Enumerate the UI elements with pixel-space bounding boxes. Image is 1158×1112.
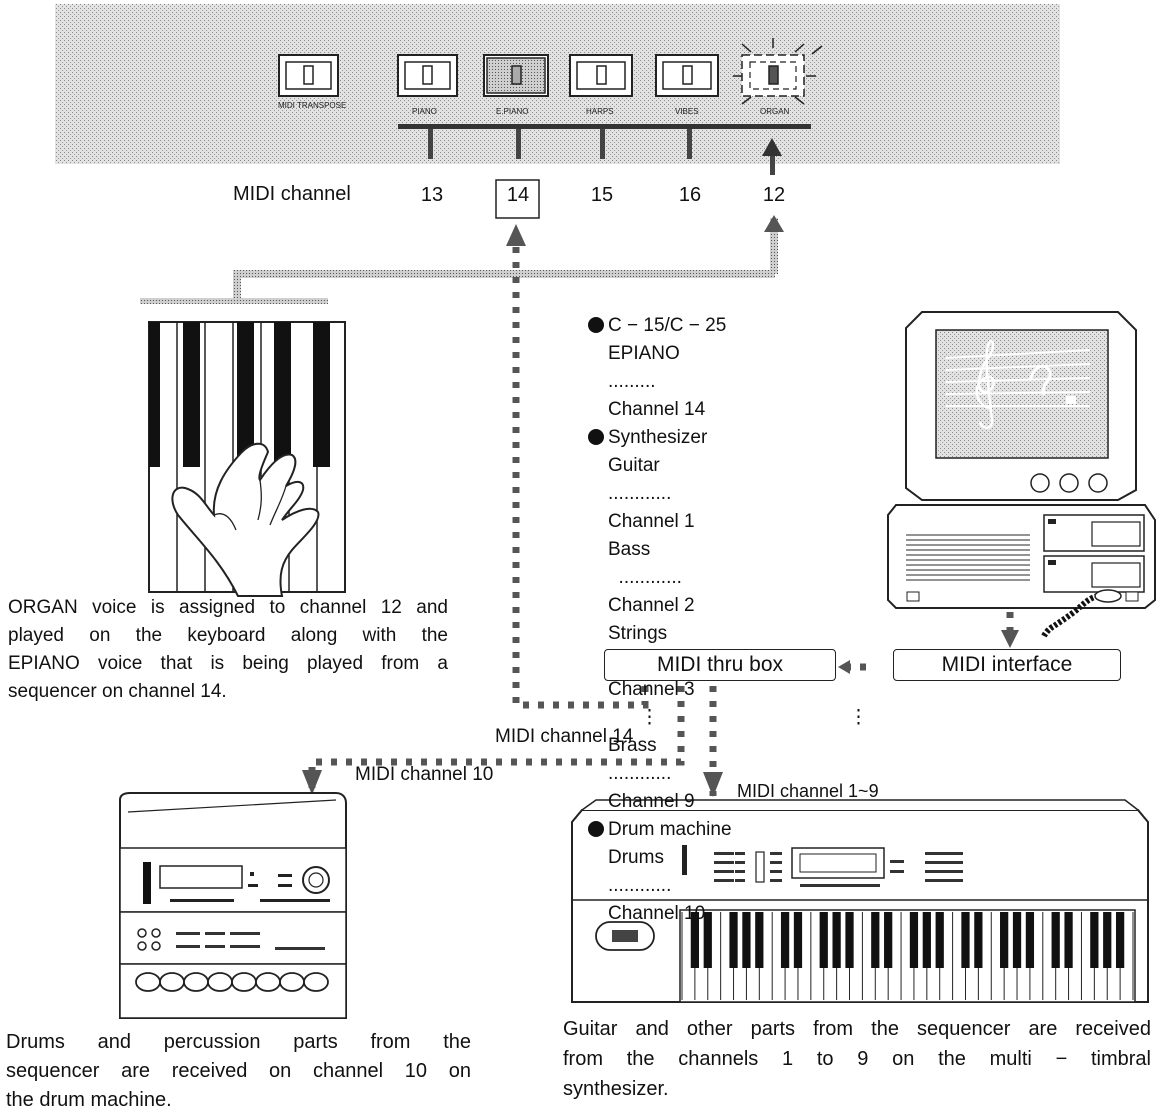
legend-row: Bass ............Channel 2: [588, 536, 888, 620]
organ-caption: ORGAN voice is assigned to channel 12 an…: [8, 594, 448, 706]
label-midi-transpose: MIDI TRANSPOSE: [278, 101, 346, 110]
legend-row: EPIANO .........Channel 14: [588, 340, 888, 424]
drums-caption: Drums and percussion parts from the sequ…: [6, 1028, 471, 1112]
button-piano[interactable]: [398, 55, 457, 96]
channel-assignment-legend: C − 15/C − 25 EPIANO .........Channel 14…: [588, 312, 888, 928]
channel-13: 13: [412, 184, 452, 207]
legend-row: Drums............Channel 10: [588, 844, 888, 928]
button-midi-transpose[interactable]: [279, 55, 338, 96]
channel-15: 15: [582, 184, 622, 207]
label-organ: ORGAN: [760, 107, 790, 116]
label-epiano: E.PIANO: [496, 107, 528, 116]
route-label-channel-14: MIDI channel 14: [495, 723, 633, 751]
drum-machine-illustration: [120, 793, 346, 1018]
midi-interface-box: MIDI interface: [893, 649, 1121, 681]
channel-12: 12: [754, 184, 794, 207]
organ-route-line: [140, 215, 784, 304]
bullet-icon: [588, 429, 604, 445]
legend-group-title: Drum machine: [588, 816, 888, 844]
midi-channel-label: MIDI channel: [233, 180, 351, 208]
synth-caption: Guitar and other parts from the sequence…: [563, 1014, 1151, 1104]
midi-thru-box: MIDI thru box: [604, 649, 836, 681]
button-vibes[interactable]: [656, 55, 718, 96]
bullet-icon: [588, 317, 604, 333]
computer-sequencer-illustration: [888, 312, 1155, 636]
channel-16: 16: [670, 184, 710, 207]
label-vibes: VIBES: [675, 107, 699, 116]
bullet-icon: [588, 821, 604, 837]
button-epiano-active[interactable]: [484, 55, 548, 96]
channel-14: 14: [498, 184, 538, 207]
route-label-channel-1-9: MIDI channel 1~9: [737, 777, 879, 805]
route-label-channel-10: MIDI channel 10: [355, 761, 493, 789]
button-harps[interactable]: [570, 55, 632, 96]
keyboard-hand-illustration: [149, 322, 345, 596]
legend-row: Guitar ............Channel 1: [588, 452, 888, 536]
instrument-front-panel: [55, 4, 1060, 175]
legend-group-title: C − 15/C − 25: [588, 312, 888, 340]
label-piano: PIANO: [412, 107, 437, 116]
label-harps: HARPS: [586, 107, 614, 116]
legend-group-title: Synthesizer: [588, 424, 888, 452]
